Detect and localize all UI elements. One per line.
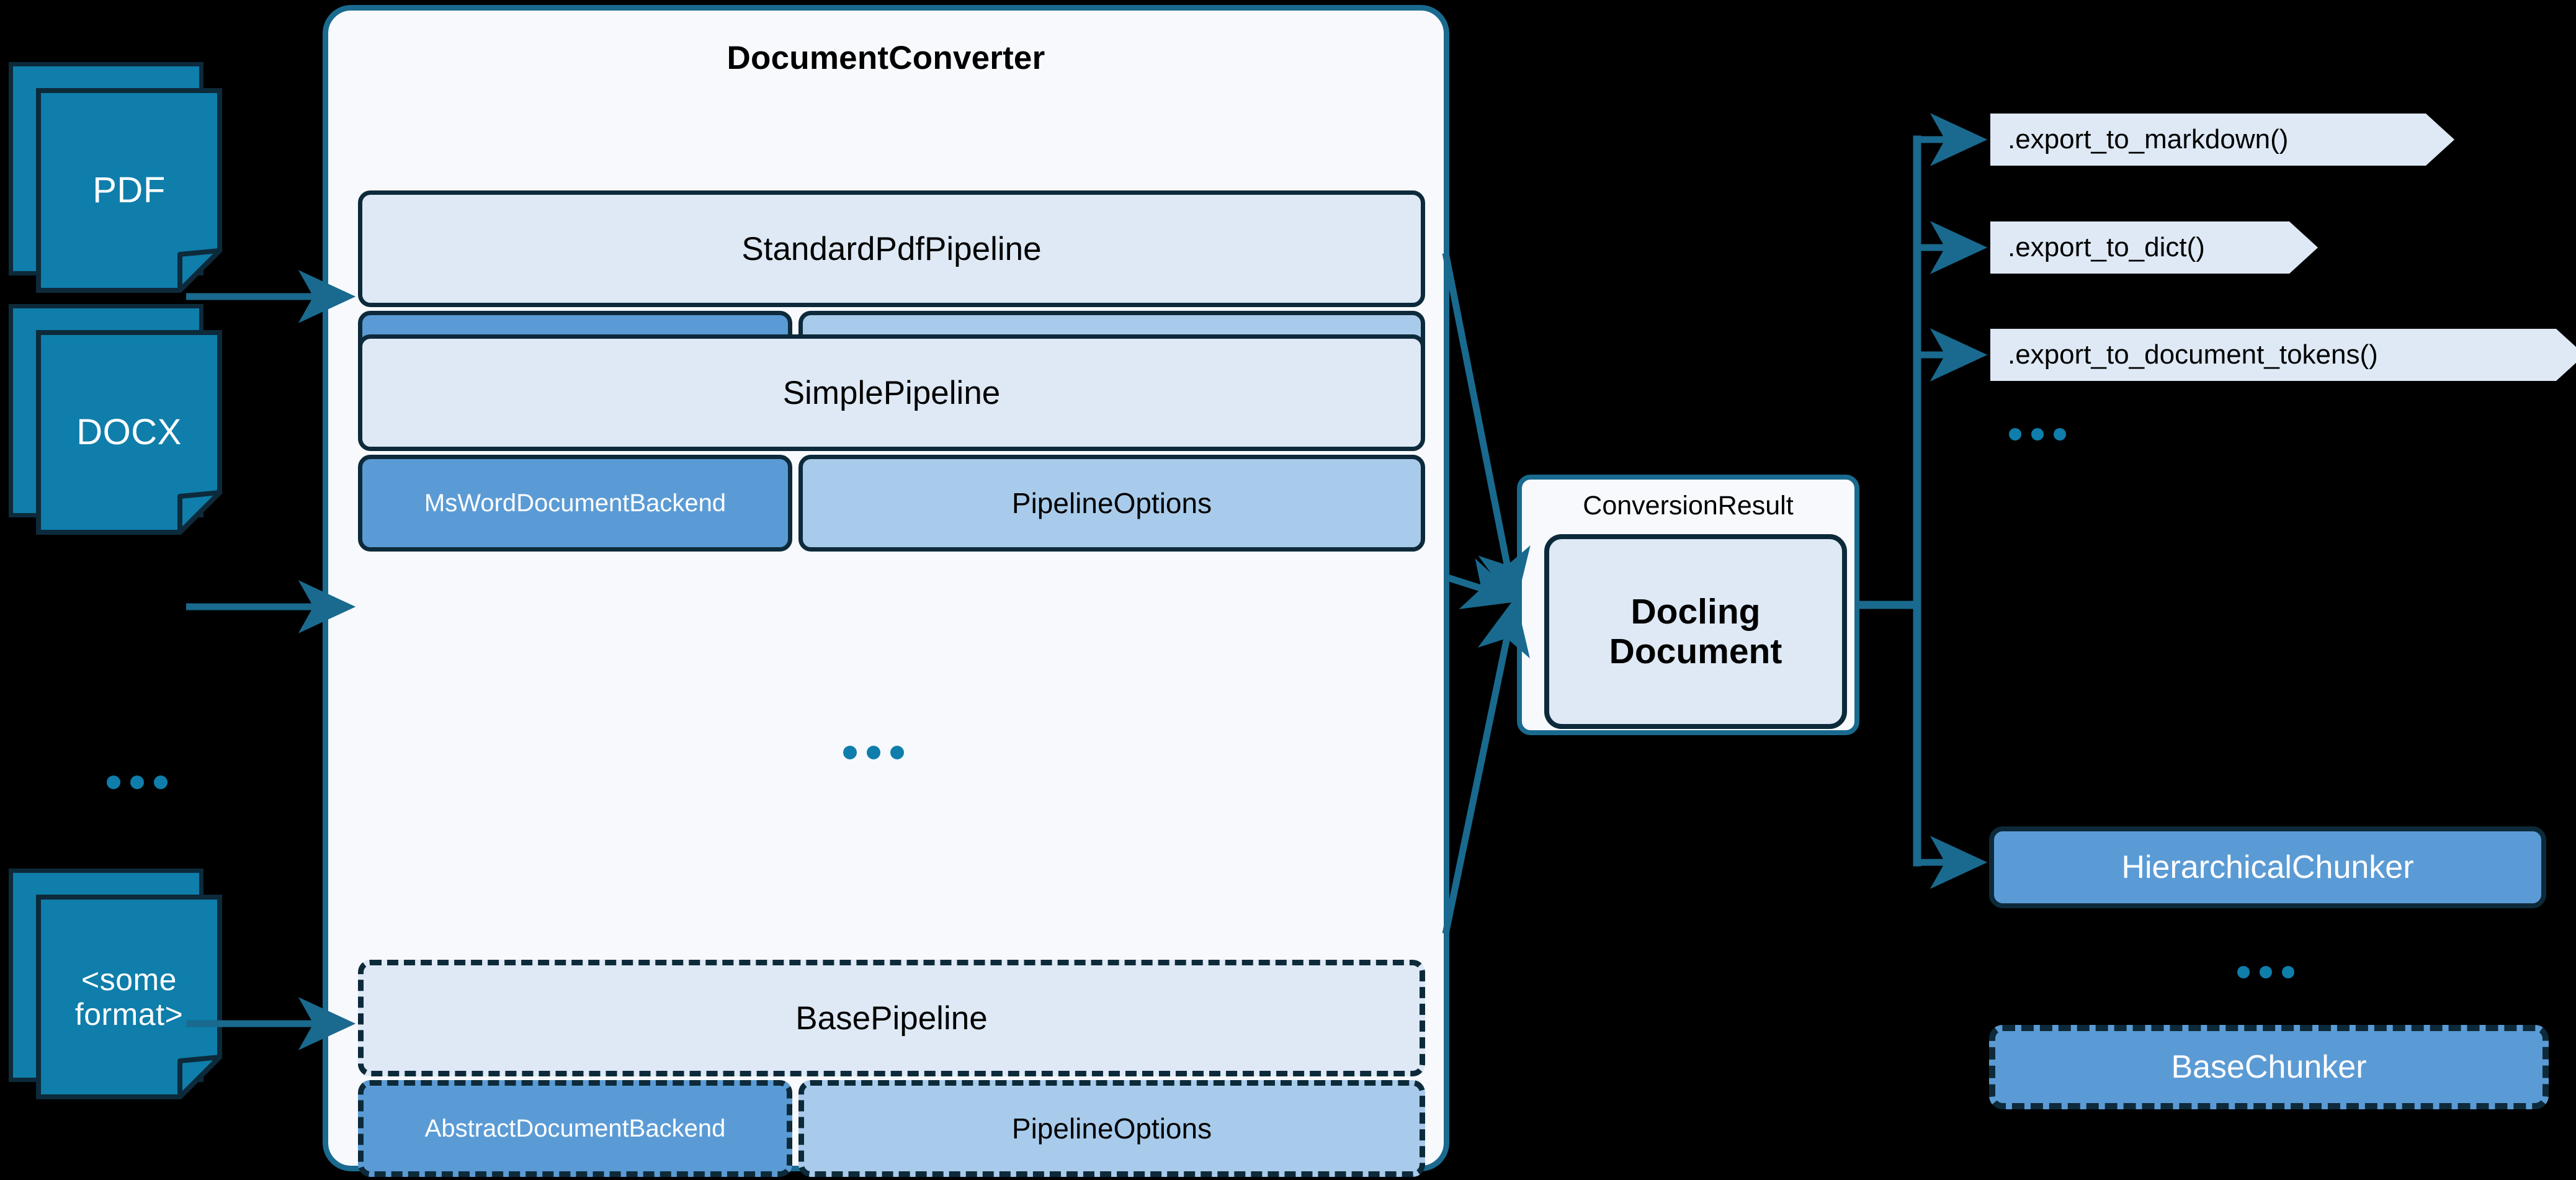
wire-standard-to-result xyxy=(1442,252,1531,607)
pipeline-name-box[interactable]: BasePipeline xyxy=(358,960,1425,1076)
document-front-page xyxy=(36,88,222,293)
document-front-page xyxy=(36,330,222,535)
hierarchical-chunker-box[interactable]: HierarchicalChunker xyxy=(1989,826,2546,908)
document-converter-title: DocumentConverter xyxy=(727,40,1045,76)
pipeline-options-box[interactable]: PipelineOptions xyxy=(798,455,1425,552)
base-chunker-box[interactable]: BaseChunker xyxy=(1989,1025,2549,1109)
pipeline-name-box[interactable]: StandardPdfPipeline xyxy=(358,190,1425,307)
document-front-page xyxy=(36,895,222,1099)
pipeline-backend-box[interactable]: AbstractDocumentBackend xyxy=(358,1080,792,1177)
document-converter-panel: DocumentConverter StandardPdfPipeline PD… xyxy=(323,5,1449,1177)
docling-document-text: Docling Document xyxy=(1609,592,1782,672)
docling-document-line1: Docling xyxy=(1630,591,1761,632)
document-page-icon xyxy=(36,330,222,535)
export-to-document-tokens-chevron[interactable]: .export_to_document_tokens() xyxy=(1990,329,2576,381)
conversion-result-label: ConversionResult xyxy=(1583,491,1794,521)
pipelines-ellipsis xyxy=(843,746,904,759)
export-to-markdown-chevron[interactable]: .export_to_markdown() xyxy=(1990,114,2454,166)
wire-simple-to-result xyxy=(1444,558,1522,609)
export-to-dict-chevron[interactable]: .export_to_dict() xyxy=(1990,221,2318,274)
pipeline-group-base[interactable]: BasePipeline AbstractDocumentBackend Pip… xyxy=(358,960,1425,1177)
conversion-result-panel: ConversionResult Docling Document xyxy=(1517,475,1859,735)
pipeline-detail-row: AbstractDocumentBackend PipelineOptions xyxy=(358,1080,1425,1177)
input-ellipsis xyxy=(107,775,168,789)
pipeline-name-box[interactable]: SimplePipeline xyxy=(358,334,1425,451)
document-page-icon xyxy=(36,895,222,1099)
docling-document-line2: Document xyxy=(1609,632,1782,671)
exports-ellipsis xyxy=(2009,428,2066,440)
wire-base-to-result xyxy=(1442,597,1530,935)
chunkers-ellipsis xyxy=(2237,966,2294,978)
document-page-icon xyxy=(36,88,222,293)
pipeline-detail-row: MsWordDocumentBackend PipelineOptions xyxy=(358,455,1425,552)
pipeline-backend-box[interactable]: MsWordDocumentBackend xyxy=(358,455,792,552)
pipeline-options-box[interactable]: PipelineOptions xyxy=(798,1080,1425,1177)
pipeline-group-simple[interactable]: SimplePipeline MsWordDocumentBackend Pip… xyxy=(358,334,1425,552)
docling-document-box[interactable]: Docling Document xyxy=(1544,534,1847,729)
